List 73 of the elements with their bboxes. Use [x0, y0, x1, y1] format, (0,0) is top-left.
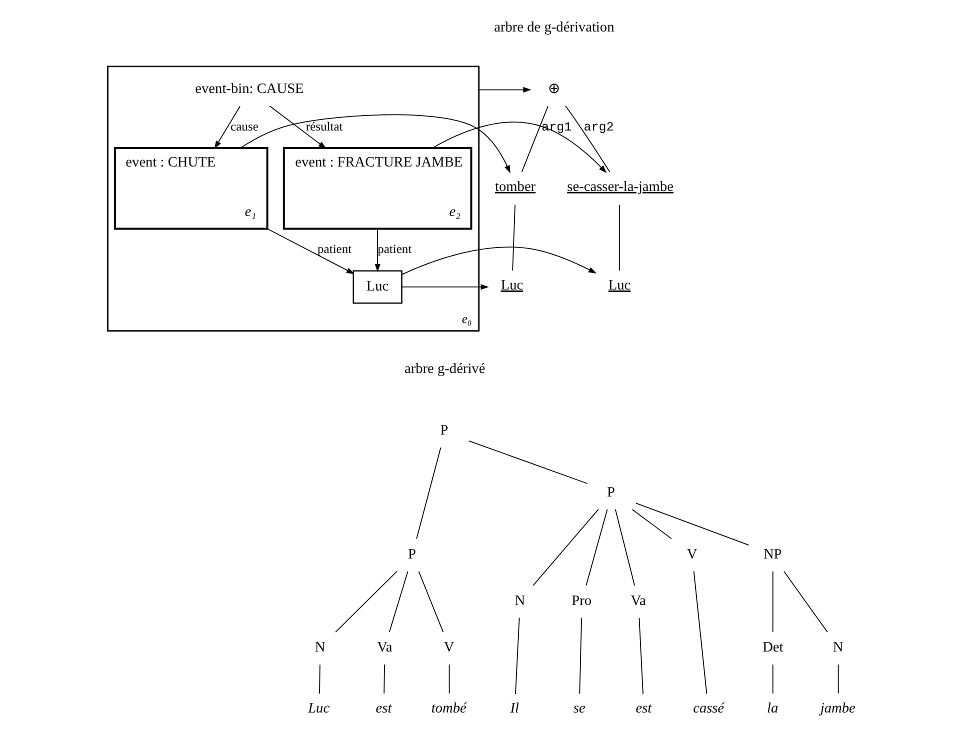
node-text: est: [375, 700, 392, 717]
node-text: jambe: [820, 700, 855, 717]
connector: [334, 570, 397, 632]
node-box: event : FRACTURE JAMBE e₂: [282, 147, 472, 230]
node-text: la: [766, 700, 778, 717]
edge-label: cause: [230, 119, 258, 134]
connector: [578, 617, 582, 694]
connector: [383, 664, 384, 694]
node-text: event-bin: CAUSE: [194, 81, 304, 98]
connector: [448, 664, 450, 694]
connector: [388, 570, 408, 632]
node-text: tomber: [494, 178, 536, 195]
node-text: Pro: [571, 593, 592, 610]
connector: [772, 570, 773, 632]
arrow: [432, 122, 606, 174]
label: arbre de g-dérivation: [494, 19, 614, 36]
connector: [783, 570, 828, 632]
node-text: N: [314, 640, 325, 656]
connector: [514, 617, 520, 694]
connector: [564, 105, 610, 173]
node-text: P: [606, 484, 615, 501]
connector: [772, 664, 773, 694]
connector: [418, 570, 444, 632]
node-text: Det: [762, 640, 783, 656]
node-text: Va: [376, 640, 392, 656]
node-box: event : CHUTE e₁: [113, 147, 268, 230]
node-text: P: [408, 546, 416, 562]
connector: [318, 664, 320, 694]
edge-label: résultat: [305, 119, 342, 134]
node-text: Il: [510, 700, 518, 717]
node-box: Luc: [352, 270, 402, 304]
edge-label: arg1: [541, 120, 572, 134]
node-text: se: [572, 700, 585, 717]
arrow: [266, 228, 354, 274]
node-text: Luc: [500, 277, 523, 294]
edge-label: patient: [377, 242, 412, 256]
connector: [692, 570, 707, 694]
connector: [614, 508, 635, 586]
node-text: tombé: [430, 700, 466, 717]
node-text: P: [440, 422, 448, 439]
node-text: NP: [762, 546, 782, 562]
label: arbre g-dérivé: [404, 360, 485, 377]
arrow: [478, 86, 531, 93]
node-text: V: [686, 546, 697, 562]
arrow: [214, 106, 240, 149]
arrow: [401, 246, 596, 275]
connector: [631, 509, 672, 540]
arrow: [401, 284, 488, 290]
node-text: cassé: [692, 700, 724, 717]
connector: [416, 447, 441, 540]
connector: [468, 440, 588, 484]
edge-label: patient: [317, 242, 352, 256]
connector: [532, 508, 598, 586]
connector: [585, 508, 608, 586]
arrow: [239, 114, 510, 174]
connector: [635, 502, 749, 546]
node-text: se-casser-la-jambe: [566, 178, 673, 195]
connector: [512, 204, 515, 272]
arrow: [374, 228, 380, 272]
edge-label: arg2: [583, 120, 614, 134]
node-text: V: [443, 640, 454, 656]
node-text: ⊕: [547, 81, 560, 98]
node-text: N: [514, 593, 525, 610]
arrow: [268, 106, 326, 149]
connector: [520, 106, 548, 172]
connector: [638, 617, 643, 694]
node-text: N: [832, 640, 843, 656]
node-text: est: [635, 700, 652, 717]
connector: [837, 664, 838, 694]
node-text: Va: [630, 593, 646, 610]
node-text: Luc: [308, 700, 330, 717]
connector: [618, 204, 620, 272]
node-text: Luc: [608, 277, 630, 294]
